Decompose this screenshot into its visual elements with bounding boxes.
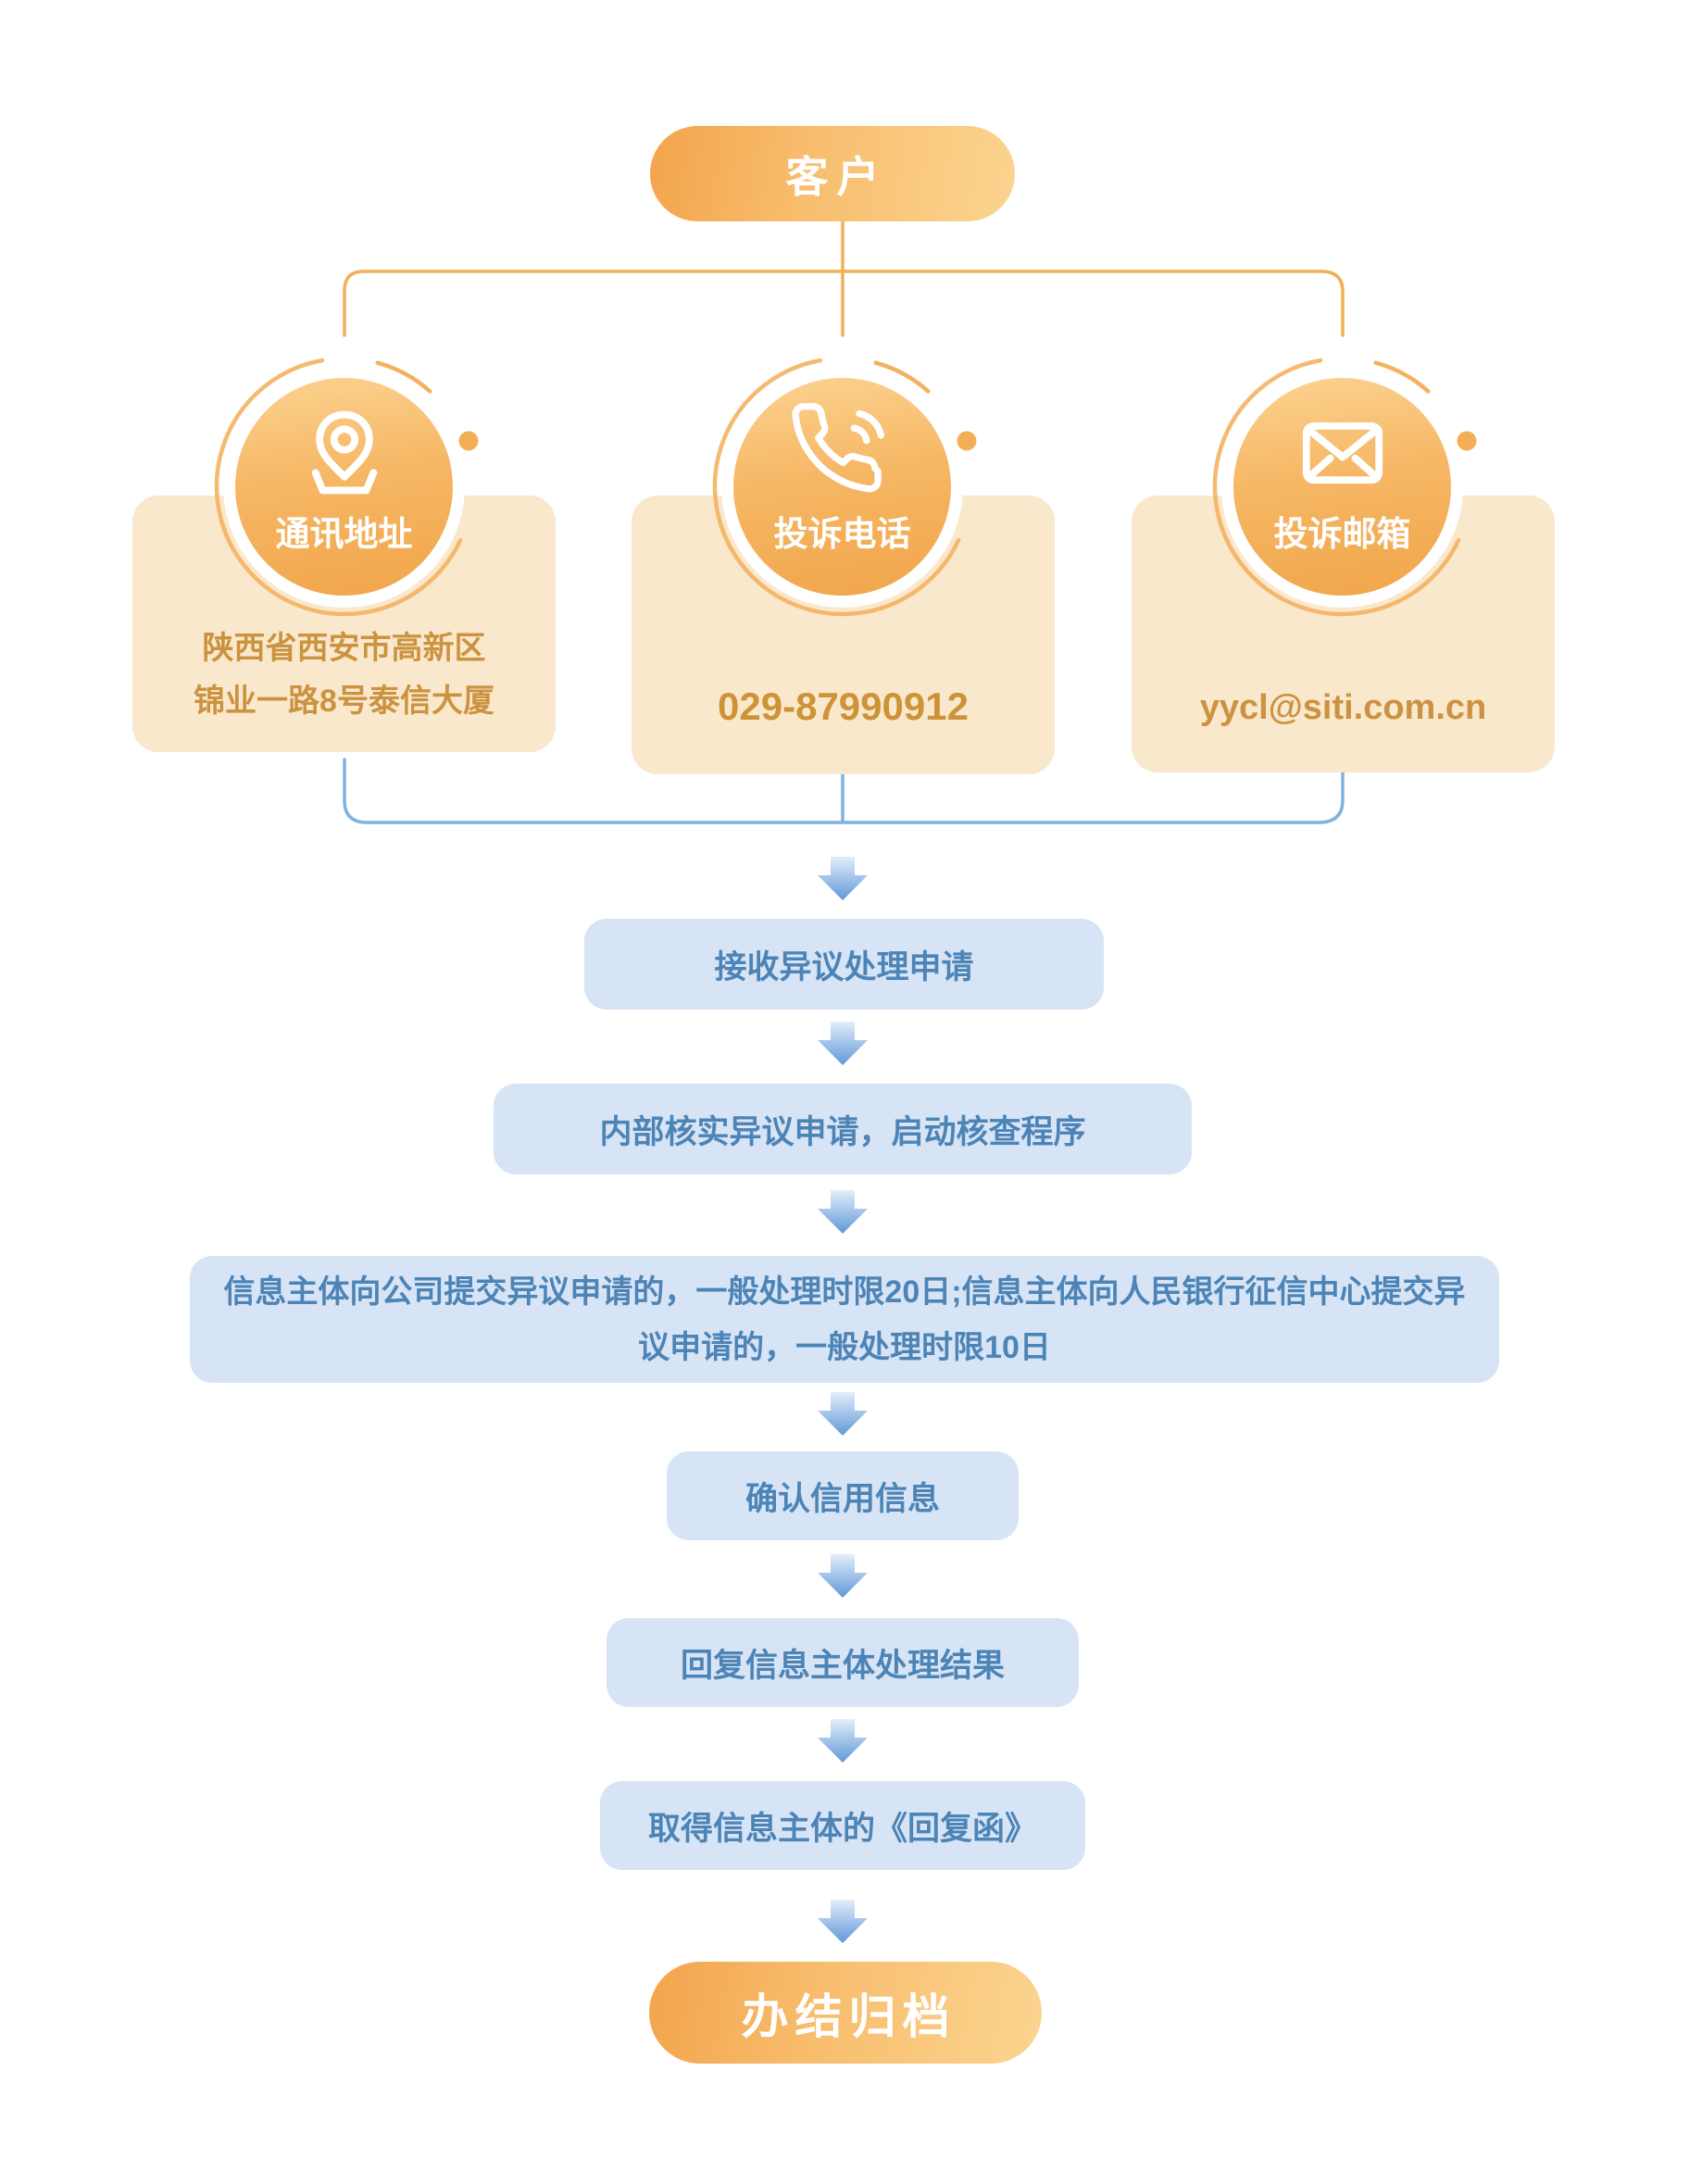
channel-label-email: 投诉邮箱 [1273, 515, 1411, 553]
address-line-1: 陕西省西安市高新区 [202, 631, 486, 666]
step-label: 接收异议处理申请 [714, 948, 974, 985]
end-node-label: 办结归档 [741, 1990, 957, 2043]
step-label: 取得信息主体的《回复函》 [647, 1810, 1037, 1847]
end-node-archive: 办结归档 [649, 1962, 1042, 2064]
step-obtain-reply-letter: 取得信息主体的《回复函》 [600, 1781, 1085, 1870]
channel-label-address: 通讯地址 [275, 515, 413, 553]
step-label: 内部核实异议申请，启动核查程序 [599, 1113, 1086, 1150]
location-pin-icon [311, 410, 377, 495]
channel-bubble-address: 通讯地址 [235, 378, 453, 596]
step-internal-verification: 内部核实异议申请，启动核查程序 [494, 1084, 1192, 1174]
step-reply-result: 回复信息主体处理结果 [607, 1618, 1079, 1707]
mail-icon [1302, 422, 1382, 484]
decor-ring [214, 358, 479, 617]
phone-number: 029-87990912 [718, 684, 969, 728]
email-address: yycl@siti.com.cn [1199, 688, 1487, 727]
channel-card-phone: 029-87990912 [632, 496, 1055, 774]
address-line-2: 锦业一路8号泰信大厦 [194, 684, 494, 719]
decor-ring [712, 358, 977, 617]
step-label: 确认信用信息 [744, 1480, 940, 1517]
step-confirm-credit-info: 确认信用信息 [667, 1451, 1019, 1540]
channel-label-phone: 投诉电话 [773, 515, 911, 553]
start-node-customer: 客户 [650, 126, 1015, 221]
phone-icon [791, 403, 884, 493]
step-processing-time-limits: 信息主体向公司提交异议申请的，一般处理时限20日;信息主体向人民银行征信中心提交… [190, 1256, 1499, 1383]
step-label: 回复信息主体处理结果 [680, 1647, 1005, 1684]
start-node-label: 客户 [785, 152, 888, 201]
channel-bubble-email: 投诉邮箱 [1233, 378, 1451, 596]
step-receive-application: 接收异议处理申请 [584, 919, 1104, 1010]
decor-ring [1212, 358, 1477, 617]
step-label: 信息主体向公司提交异议申请的，一般处理时限20日;信息主体向人民银行征信中心提交… [223, 1274, 1466, 1365]
channel-bubble-phone: 投诉电话 [733, 378, 951, 596]
